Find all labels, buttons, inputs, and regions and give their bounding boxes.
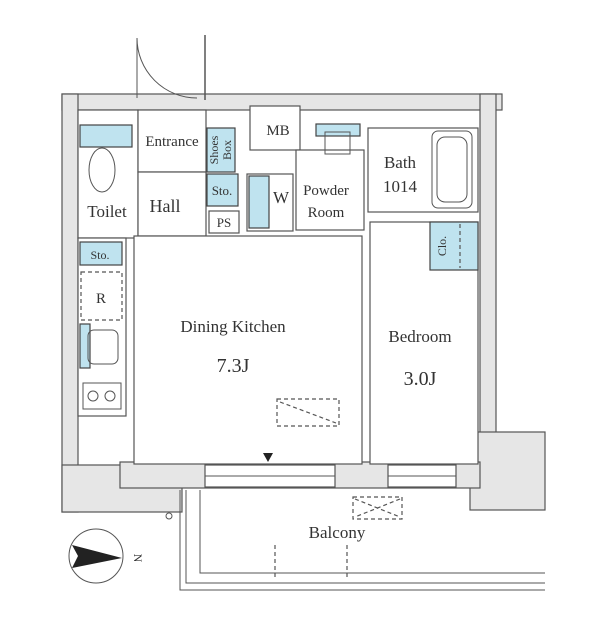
kitchen-counter: Sto. R [77, 237, 127, 417]
hall-storage-label: Sto. [212, 183, 233, 198]
bath-label: Bath [384, 153, 417, 172]
powder-room: Powder Room [295, 123, 365, 231]
balcony-label: Balcony [309, 523, 366, 542]
north-label: N [131, 554, 145, 563]
bathroom: Bath 1014 [367, 127, 479, 213]
shoes-box: Shoes Box [206, 127, 236, 173]
toilet-room: Toilet [77, 109, 139, 239]
hall-label: Hall [150, 196, 181, 216]
dining-kitchen-label: Dining Kitchen [180, 317, 286, 336]
entrance-area: Entrance Hall [137, 109, 207, 237]
hall-storage: Sto. [206, 173, 239, 207]
stove-icon [82, 382, 122, 410]
bath-size-label: 1014 [383, 177, 418, 196]
washer-label: W [273, 188, 290, 207]
ps-label: PS [217, 215, 231, 230]
bedroom: Clo. Bedroom 3.0J [369, 221, 479, 465]
powder-room-label-1: Powder [303, 183, 349, 199]
windows [204, 464, 457, 488]
meter-box: MB [249, 105, 301, 151]
closet-label: Clo. [435, 236, 449, 256]
entrance-label: Entrance [145, 134, 199, 150]
shoes-box-label-2: Box [220, 140, 234, 160]
bedroom-size: 3.0J [404, 368, 437, 390]
dining-kitchen: Dining Kitchen 7.3J [133, 235, 363, 465]
refrigerator-label: R [96, 291, 106, 307]
pipe-space: PS [208, 210, 240, 234]
left-storage-label: Sto. [90, 248, 109, 262]
washer-space: W [246, 173, 294, 232]
balcony: Balcony [165, 490, 545, 591]
toilet-label: Toilet [87, 202, 127, 221]
shoes-box-label-1: Shoes [207, 135, 221, 164]
mb-label: MB [266, 123, 289, 139]
bedroom-label: Bedroom [388, 327, 451, 346]
powder-room-label-2: Room [308, 205, 345, 221]
entrance-door [136, 37, 198, 99]
compass-icon: N [68, 528, 145, 584]
dining-kitchen-size: 7.3J [217, 355, 250, 377]
